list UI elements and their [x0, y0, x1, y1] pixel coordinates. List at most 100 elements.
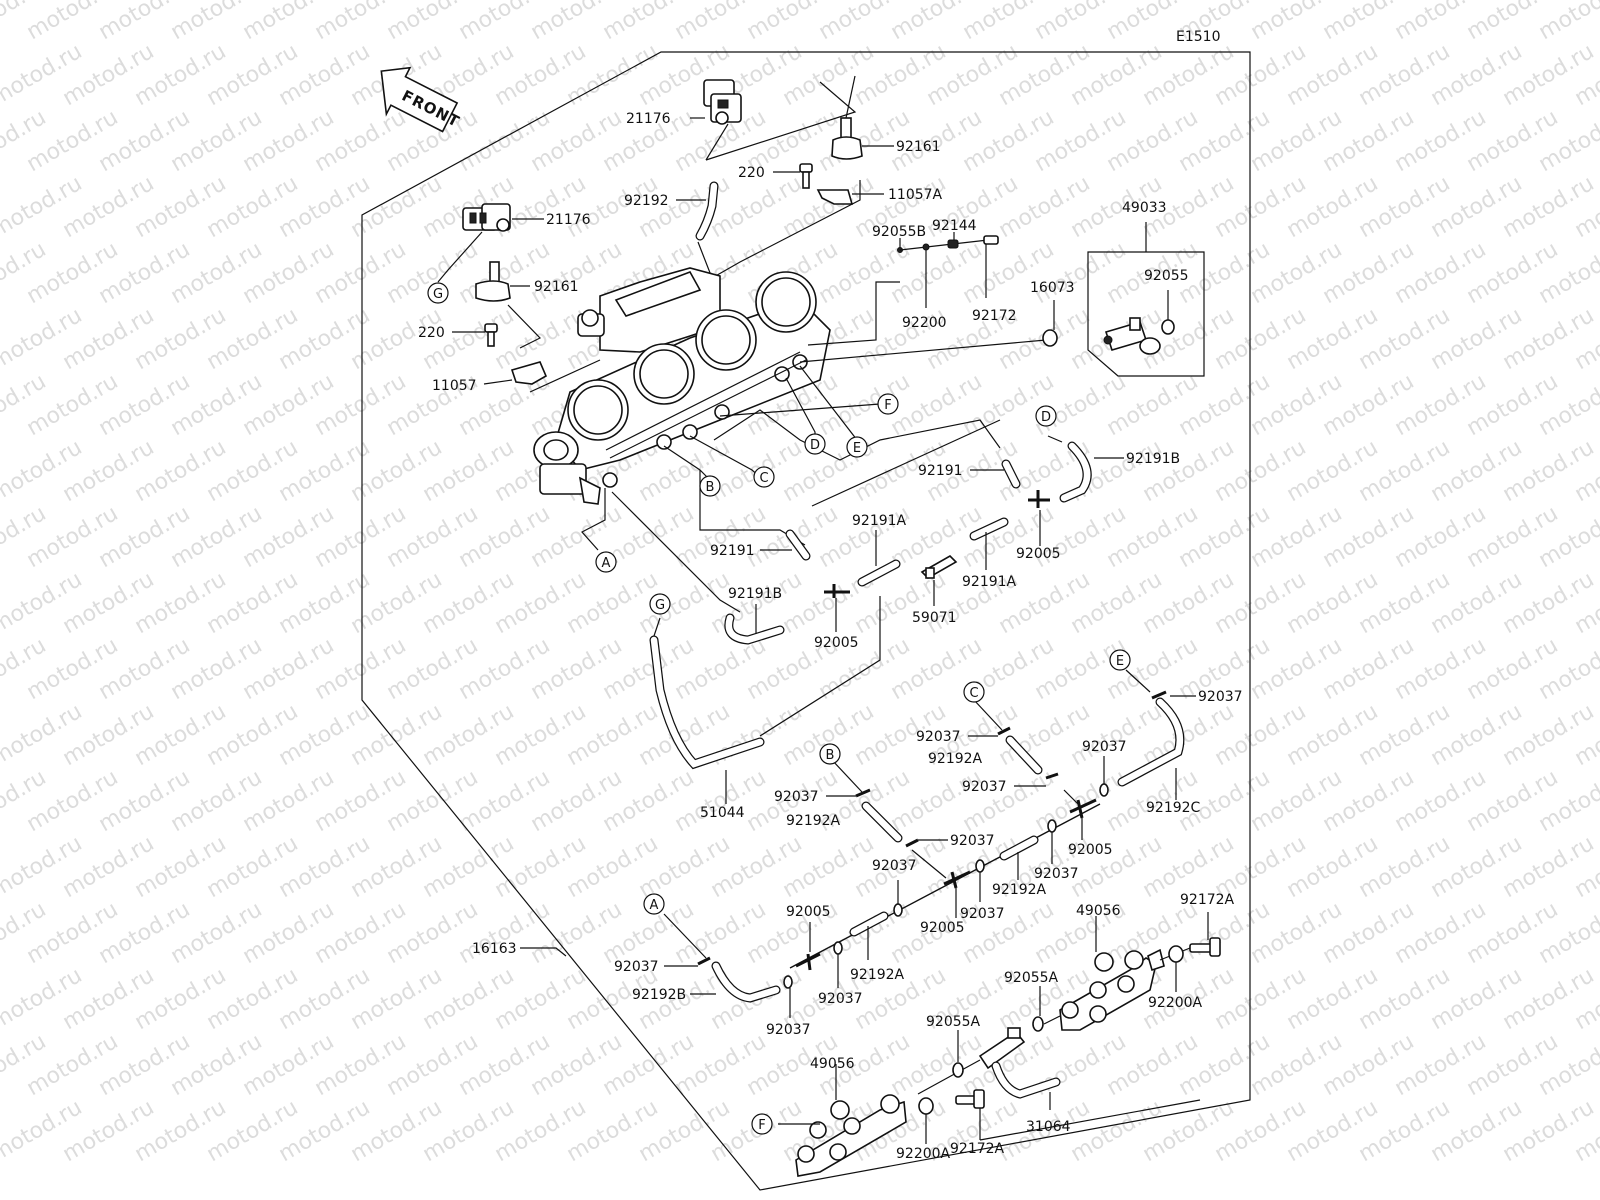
- callout-92055a-top: 92055A: [1004, 970, 1059, 986]
- bolt-92172a-bottom: [955, 1089, 985, 1109]
- leader: [1125, 669, 1151, 693]
- callout-92037-b: 92037: [774, 789, 819, 805]
- callout-11057: 11057: [432, 378, 477, 394]
- callout-92037-c: 92037: [916, 729, 961, 745]
- sensor-21176-top: [703, 79, 742, 125]
- bubble-c-low: C: [963, 681, 985, 703]
- fuel-rail-49056-top: [1059, 948, 1165, 1031]
- clamp-92037-mid: [905, 838, 919, 848]
- leader: [529, 359, 601, 393]
- callout-92200: 92200: [902, 315, 947, 331]
- watermark-layer: motod.rumotod.rumotod.rumotod.rumotod.ru…: [0, 0, 1600, 1167]
- callout-220-left: 220: [418, 325, 445, 341]
- bracket-11057: [510, 361, 548, 385]
- callout-92191b-right: 92191B: [1126, 451, 1180, 467]
- routing-line: [979, 1099, 1201, 1141]
- routing-line: [611, 491, 741, 613]
- washer-92200a-bottom: [918, 1097, 934, 1115]
- bubble-d-hose: D: [1035, 405, 1057, 427]
- sensor-21176-left: [462, 203, 511, 232]
- clamp-92037-m3: [893, 903, 903, 917]
- callout-92172: 92172: [972, 308, 1017, 324]
- callout-92192c: 92192C: [1146, 800, 1201, 816]
- callout-92191b-left: 92191B: [728, 586, 782, 602]
- clamp-92037-c2: [1045, 772, 1059, 780]
- routing-line: [713, 409, 1001, 461]
- leader: [705, 123, 729, 161]
- callout-92055a-mid: 92055A: [926, 1014, 981, 1030]
- callout-16163: 16163: [472, 941, 517, 957]
- callout-92005-right: 92005: [1016, 546, 1061, 562]
- svg-text:B: B: [706, 480, 715, 495]
- callout-92005-m2: 92005: [920, 920, 965, 936]
- clamp-92037-a: [697, 956, 711, 966]
- clamp-92037-c: [997, 726, 1011, 736]
- leader: [663, 913, 707, 959]
- assembly-outline: [361, 51, 1251, 1191]
- clamp-92037-m2: [975, 859, 985, 873]
- callout-21176-left: 21176: [546, 212, 591, 228]
- callout-92192-top: 92192: [624, 193, 669, 209]
- bubble-a-low: A: [643, 893, 665, 915]
- tee-92005-m2: [943, 870, 971, 889]
- tee-92005-r2: [1069, 798, 1097, 819]
- svg-text:E: E: [1116, 654, 1124, 669]
- callout-92192a-m: 92192A: [992, 882, 1047, 898]
- svg-text:C: C: [759, 471, 768, 486]
- leader: [653, 617, 661, 637]
- svg-text:F: F: [758, 1118, 765, 1133]
- callout-92192a-b: 92192A: [786, 813, 841, 829]
- leader: [719, 403, 881, 417]
- callout-92200a-top: 92200A: [1148, 995, 1203, 1011]
- tee-92005-l: [795, 952, 821, 971]
- clamp-92037-r2: [1047, 819, 1057, 833]
- screw-220-left: [484, 323, 498, 347]
- callout-92037-a: 92037: [614, 959, 659, 975]
- svg-text:D: D: [1041, 410, 1051, 425]
- callout-92005-mid: 92005: [814, 635, 859, 651]
- o-ring-92055: [1161, 319, 1175, 335]
- callout-92037-r2: 92037: [1034, 866, 1079, 882]
- svg-text:A: A: [650, 898, 659, 913]
- callout-49033: 49033: [1122, 200, 1167, 216]
- fitting-row-92144: [897, 235, 999, 253]
- callout-92037-e: 92037: [1198, 689, 1243, 705]
- callout-220-top: 220: [738, 165, 765, 181]
- callout-92200a-bottom: 92200A: [896, 1146, 951, 1162]
- clamp-92037-b: [855, 788, 871, 798]
- callout-92172a-top: 92172A: [1180, 892, 1235, 908]
- svg-text:D: D: [810, 438, 820, 453]
- callout-49056-bottom: 49056: [810, 1056, 855, 1072]
- routing-line: [759, 596, 881, 737]
- o-ring-92055a-mid: [952, 1062, 964, 1078]
- svg-text:C: C: [969, 686, 978, 701]
- tee-92005-mid: [824, 584, 850, 598]
- routing-line: [811, 419, 1001, 507]
- callout-31064: 31064: [1026, 1119, 1071, 1135]
- clamp-92037-r: [1099, 783, 1109, 797]
- screw-220-top: [799, 163, 813, 189]
- leader: [581, 488, 606, 551]
- callout-92191a-mid: 92191A: [962, 574, 1017, 590]
- clamp-92037-l3: [783, 975, 793, 989]
- bubble-f-low: F: [751, 1113, 773, 1135]
- callout-92191-mid: 92191: [710, 543, 755, 559]
- callout-59071: 59071: [912, 610, 957, 626]
- bubble-e-top: E: [846, 436, 868, 458]
- callout-92192a-c: 92192A: [928, 751, 983, 767]
- svg-text:A: A: [602, 556, 611, 571]
- callout-92191-right: 92191: [918, 463, 963, 479]
- leader: [1043, 1015, 1061, 1025]
- callout-92037-mid: 92037: [950, 833, 995, 849]
- leader: [973, 699, 1003, 731]
- leader: [520, 947, 567, 957]
- sensor-holder-92161-top: [831, 117, 863, 160]
- callout-92037-l2: 92037: [818, 991, 863, 1007]
- watermark-text: motod.ru: [1535, 0, 1600, 45]
- throttle-body-16163: [533, 267, 831, 505]
- callout-92005-l: 92005: [786, 904, 831, 920]
- callout-11057a: 11057A: [888, 187, 943, 203]
- callout-21176-top: 21176: [626, 111, 671, 127]
- leader: [507, 304, 542, 349]
